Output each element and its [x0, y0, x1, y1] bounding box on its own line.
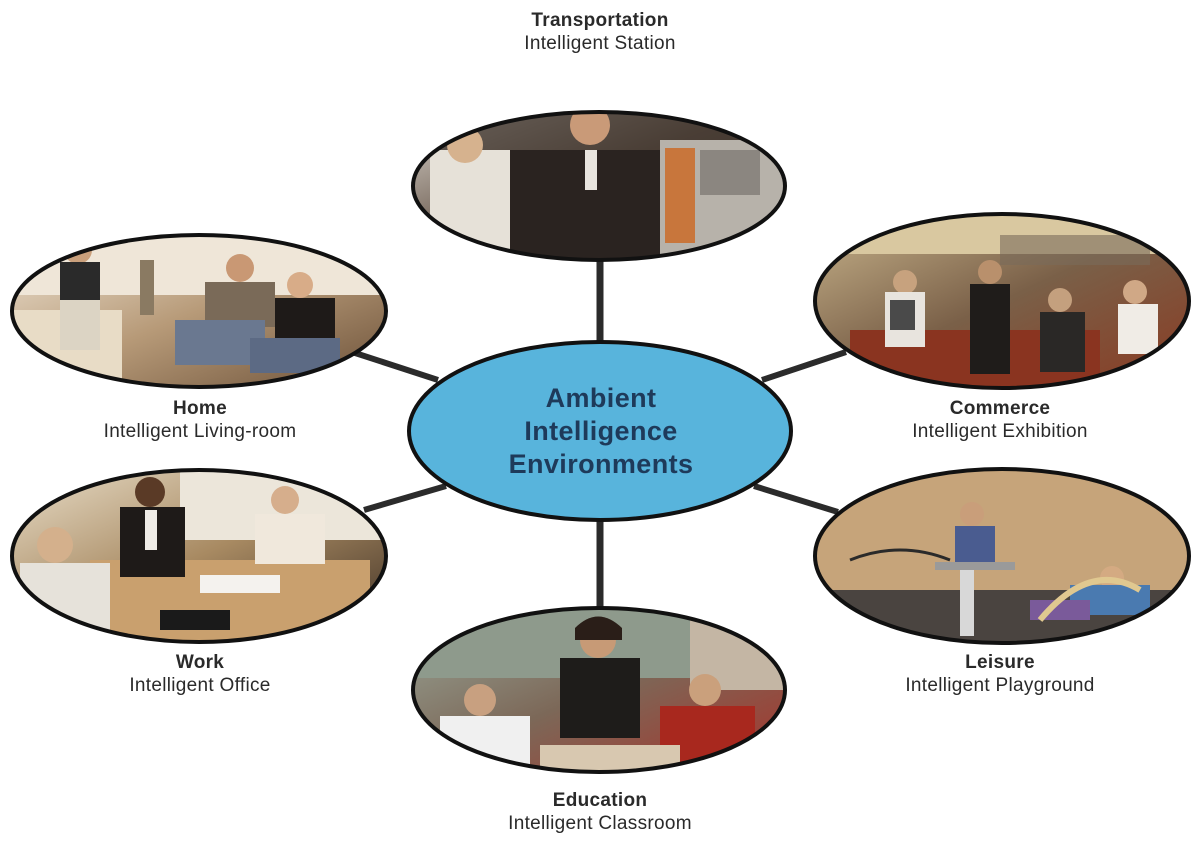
work-title: Work	[175, 652, 225, 673]
hub-line-1: Ambient	[545, 383, 657, 413]
connector-leisure	[753, 483, 839, 515]
commerce-subtitle: Intelligent Exhibition	[912, 420, 1088, 442]
leisure-subtitle: Intelligent Playground	[905, 674, 1095, 696]
label-work: Work Intelligent Office	[20, 652, 380, 698]
work-subtitle: Intelligent Office	[129, 674, 271, 696]
transportation-title: Transportation	[531, 10, 669, 31]
photo-work	[10, 468, 388, 644]
hub-ellipse	[407, 340, 793, 522]
connector-work	[363, 483, 447, 513]
home-subtitle: Intelligent Living-room	[103, 420, 297, 442]
connector-lines	[351, 258, 847, 610]
photo-commerce	[813, 212, 1191, 390]
label-transportation: Transportation Intelligent Station	[430, 10, 770, 56]
connector-commerce	[761, 349, 847, 383]
home-title: Home	[173, 398, 227, 419]
label-education: Education Intelligent Classroom	[420, 790, 780, 836]
label-leisure: Leisure Intelligent Playground	[820, 652, 1180, 698]
photo-leisure	[813, 467, 1191, 645]
hub-label: Ambient Intelligence Environments	[410, 382, 792, 481]
connector-home	[351, 349, 439, 383]
photo-education	[411, 606, 787, 774]
transportation-subtitle: Intelligent Station	[524, 32, 676, 54]
label-commerce: Commerce Intelligent Exhibition	[820, 398, 1180, 444]
photo-home	[10, 233, 388, 389]
hub-line-2: Intelligence	[524, 416, 678, 446]
photo-transportation	[411, 110, 787, 262]
education-subtitle: Intelligent Classroom	[508, 812, 692, 834]
education-title: Education	[552, 790, 648, 811]
commerce-title: Commerce	[949, 398, 1051, 419]
leisure-title: Leisure	[965, 652, 1035, 673]
hub-line-3: Environments	[508, 449, 694, 479]
label-home: Home Intelligent Living-room	[20, 398, 380, 444]
